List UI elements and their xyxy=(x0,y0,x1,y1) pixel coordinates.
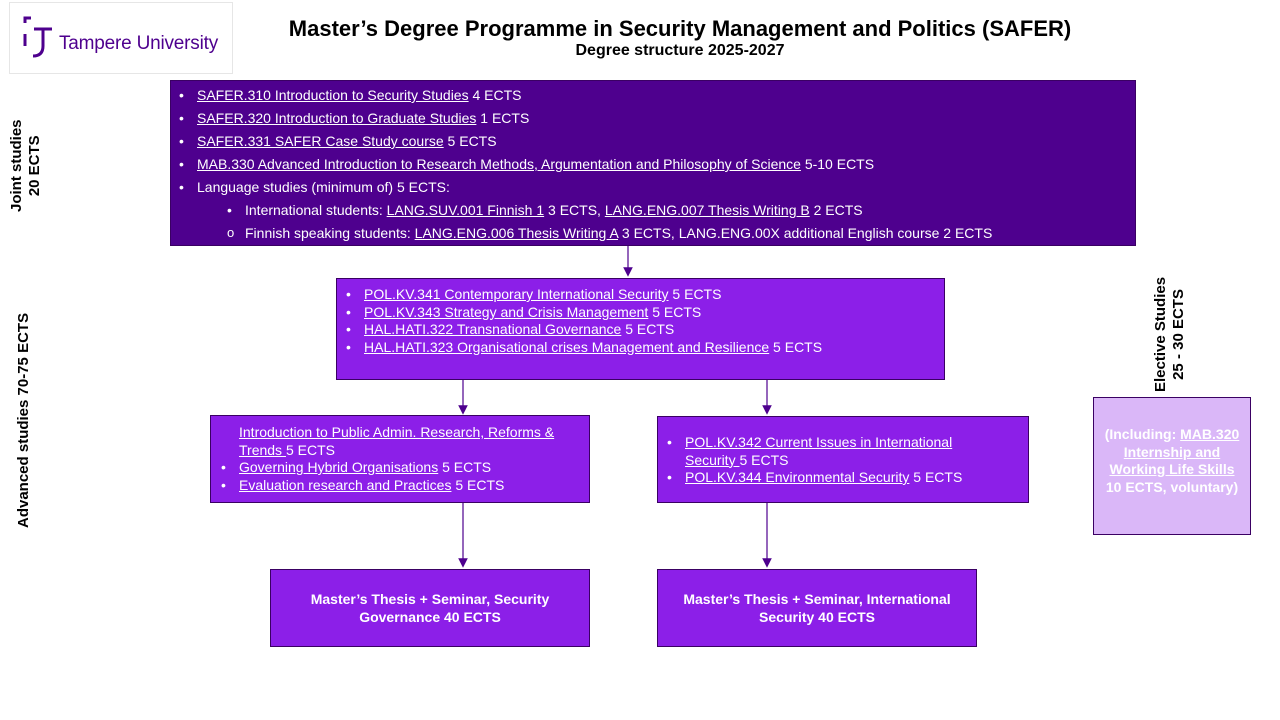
list-item: Introduction to Public Admin. Research, … xyxy=(203,424,579,459)
course-credits: 2 ECTS xyxy=(809,202,863,218)
list-item: POL.KV.343 Strategy and Crisis Managemen… xyxy=(346,303,822,322)
course-link[interactable]: POL.KV.342 Current Issues in Internation… xyxy=(685,434,953,468)
course-link[interactable]: Introduction to Public Admin. Research, … xyxy=(239,424,555,458)
list-item: SAFER.320 Introduction to Graduate Studi… xyxy=(179,110,992,133)
course-credits: 3 ECTS, LANG.ENG.00X additional English … xyxy=(618,225,993,241)
course-credits: 3 ECTS, xyxy=(544,202,605,218)
elective-studies-box: (Including: MAB.320 Internship and Worki… xyxy=(1093,397,1251,535)
course-link[interactable]: POL.KV.341 Contemporary International Se… xyxy=(364,286,669,302)
course-credits: 1 ECTS xyxy=(476,110,530,126)
advanced-common-box: POL.KV.341 Contemporary International Se… xyxy=(336,278,945,380)
course-credits: 5 ECTS xyxy=(451,476,505,493)
course-link[interactable]: Governing Hybrid Organisations xyxy=(239,459,439,475)
language-studies-text: Language studies (minimum of) 5 ECTS: xyxy=(197,179,450,195)
list-item: o Finnish speaking students: LANG.ENG.006… xyxy=(197,225,992,248)
course-credits: 5-10 ECTS xyxy=(800,156,875,172)
logo-container xyxy=(9,2,233,74)
course-link[interactable]: POL.KV.344 Environmental Security xyxy=(685,469,910,485)
list-item: POL.KV.344 Environmental Security 5 ECTS xyxy=(667,469,985,487)
thesis-international-security-box: Master’s Thesis + Seminar, International… xyxy=(657,569,977,647)
international-track-box: POL.KV.342 Current Issues in Internation… xyxy=(657,416,1029,503)
course-credits: 5 ECTS xyxy=(443,133,497,149)
list-item: HAL.HATI.323 Organisational crises Manag… xyxy=(346,338,823,357)
elective-prefix: (Including: xyxy=(1104,426,1181,442)
list-item: HAL.HATI.322 Transnational Governance 5 … xyxy=(346,321,822,339)
course-link[interactable]: HAL.HATI.323 Organisational crises Manag… xyxy=(364,338,770,355)
course-link[interactable]: Evaluation research and Practices xyxy=(239,476,452,493)
list-item: Evaluation research and Practices 5 ECTS xyxy=(221,476,579,495)
course-link[interactable]: SAFER.310 Introduction to Security Studi… xyxy=(197,87,469,103)
list-item: MAB.330 Advanced Introduction to Researc… xyxy=(179,156,992,179)
bullet-icon: • xyxy=(227,202,232,218)
course-credits: 5 ECTS xyxy=(668,286,722,302)
course-credits: 4 ECTS xyxy=(468,87,522,103)
finnish-students-prefix: Finnish speaking students: xyxy=(245,225,415,241)
tampere-university-logo-icon xyxy=(23,16,52,58)
joint-studies-box: SAFER.310 Introduction to Security Studi… xyxy=(170,80,1136,246)
list-item: POL.KV.342 Current Issues in Internation… xyxy=(667,434,985,469)
course-credits: 5 ECTS xyxy=(769,338,823,355)
course-link[interactable]: LANG.ENG.006 Thesis Writing A xyxy=(414,225,619,241)
course-link[interactable]: LANG.ENG.007 Thesis Writing B xyxy=(604,202,810,218)
thesis-security-governance-box: Master’s Thesis + Seminar, Security Gove… xyxy=(270,569,590,647)
list-item: Governing Hybrid Organisations 5 ECTS xyxy=(221,459,579,477)
course-credits: 5 ECTS xyxy=(739,451,789,468)
list-item: SAFER.310 Introduction to Security Studi… xyxy=(179,87,992,110)
course-credits: 5 ECTS xyxy=(648,303,702,320)
course-link[interactable]: HAL.HATI.322 Transnational Governance xyxy=(364,321,622,337)
list-item: POL.KV.341 Contemporary International Se… xyxy=(346,286,822,304)
course-link[interactable]: LANG.SUV.001 Finnish 1 xyxy=(386,202,545,218)
course-credits: 5 ECTS xyxy=(621,321,675,337)
course-link[interactable]: POL.KV.343 Strategy and Crisis Managemen… xyxy=(364,303,649,320)
course-credits: 5 ECTS xyxy=(909,469,963,485)
intl-students-prefix: International students: xyxy=(245,202,387,218)
course-link[interactable]: SAFER.331 SAFER Case Study course xyxy=(197,133,444,149)
page-subtitle: Degree structure 2025-2027 xyxy=(575,42,785,59)
logo-text: Tampere University xyxy=(59,33,219,54)
course-link[interactable]: MAB.320 Internship and Working Life Skil… xyxy=(1109,426,1240,477)
circle-bullet-icon: o xyxy=(227,225,235,240)
course-link[interactable]: MAB.330 Advanced Introduction to Researc… xyxy=(197,156,801,172)
page-title: Master’s Degree Programme in Security Ma… xyxy=(288,16,1072,41)
elective-suffix: 10 ECTS, voluntary) xyxy=(1105,478,1239,495)
list-item: Language studies (minimum of) 5 ECTS: xyxy=(179,179,992,202)
course-credits: 5 ECTS xyxy=(285,441,335,458)
list-item: • International students: LANG.SUV.001 Fi… xyxy=(197,202,992,225)
course-link[interactable]: SAFER.320 Introduction to Graduate Studi… xyxy=(197,110,477,126)
course-credits: 5 ECTS xyxy=(438,459,492,475)
list-item: SAFER.331 SAFER Case Study course 5 ECTS xyxy=(179,133,992,156)
governance-track-box: Introduction to Public Admin. Research, … xyxy=(203,415,590,503)
